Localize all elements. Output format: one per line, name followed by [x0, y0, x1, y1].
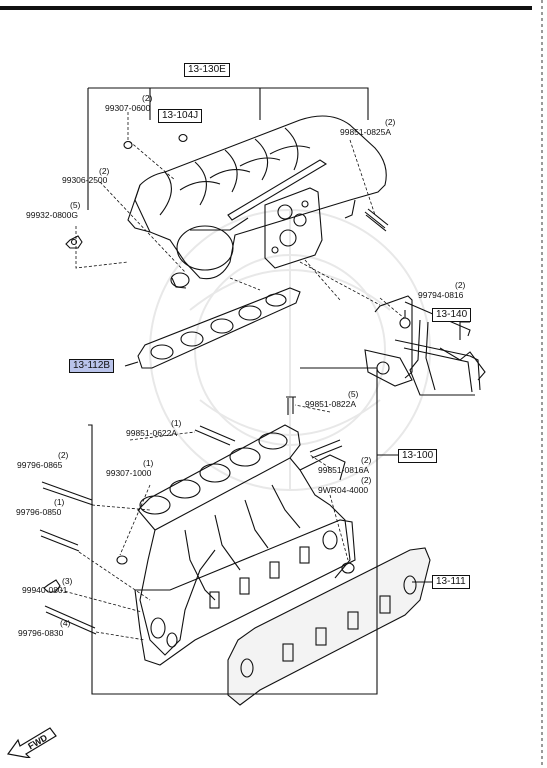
part-qty: (2) [99, 166, 110, 176]
part-number[interactable]: 99796-0865 [17, 460, 63, 470]
part-number[interactable]: 99851-0822A [305, 399, 357, 409]
part-qty: (2) [455, 280, 466, 290]
part-qty: (1) [171, 418, 182, 428]
part-qty: (2) [58, 450, 69, 460]
part-number[interactable]: 99306-2500 [62, 175, 108, 185]
part-qty: (2) [142, 93, 153, 103]
part-number[interactable]: 99307-0600 [105, 103, 151, 113]
part-number[interactable]: 99932-0800G [26, 210, 78, 220]
part-number[interactable]: 99794-0816 [418, 290, 464, 300]
part-number[interactable]: 9WR04-4000 [318, 485, 369, 495]
ref-13-112B[interactable]: 13-112B [69, 359, 115, 373]
part-qty: (2) [361, 475, 372, 485]
part-number[interactable]: 99851-0622A [126, 428, 178, 438]
part-number[interactable]: 99796-0830 [18, 628, 64, 638]
part-qty: (5) [70, 200, 81, 210]
part-qty: (1) [54, 497, 65, 507]
ref-13-104J[interactable]: 13-104J [158, 109, 203, 123]
part-number[interactable]: 99940-0801 [22, 585, 68, 595]
intake-plenum-drawing [65, 115, 389, 289]
ref-13-100[interactable]: 13-100 [398, 449, 438, 463]
part-qty: (1) [143, 458, 154, 468]
watermark-emblem [149, 209, 431, 491]
part-qty: (4) [60, 618, 71, 628]
ref-13-111[interactable]: 13-111 [432, 575, 470, 589]
leader-lines [59, 112, 405, 641]
lower-manifold-drawing [39, 396, 356, 666]
part-qty: (5) [348, 389, 359, 399]
part-number[interactable]: 99851-0825A [340, 127, 392, 137]
part-qty: (2) [385, 117, 396, 127]
group-brackets [87, 87, 470, 695]
page-edge-dashes [541, 0, 543, 768]
part-qty: (2) [361, 455, 372, 465]
fwd-arrow-icon: FWD [6, 727, 57, 758]
ref-13-140[interactable]: 13-140 [432, 308, 472, 322]
part-number[interactable]: 99851-0816A [318, 465, 370, 475]
ref-13-130E[interactable]: 13-130E [184, 63, 230, 77]
header-rule [0, 6, 532, 10]
part-qty: (3) [62, 576, 73, 586]
part-number[interactable]: 99307-1000 [106, 468, 152, 478]
manifold-gasket-drawing [227, 547, 431, 706]
plenum-gasket-drawing [137, 287, 301, 369]
part-number[interactable]: 99796-0850 [16, 507, 62, 517]
